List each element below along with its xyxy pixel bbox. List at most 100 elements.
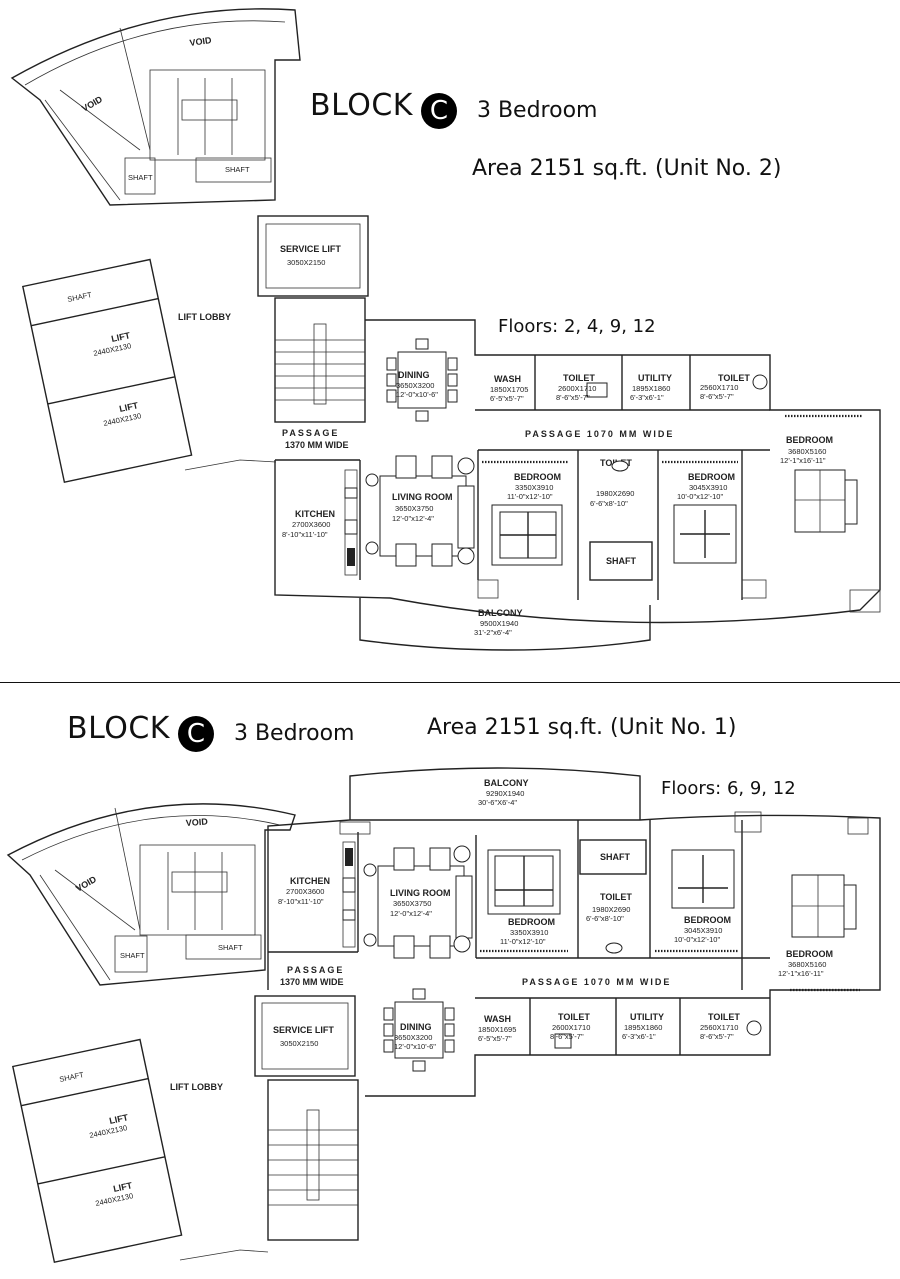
passage-left-label: PASSAGE <box>287 965 344 975</box>
floors-label-unit2: Floors: 2, 4, 9, 12 <box>498 316 656 337</box>
core-structure <box>6 803 296 986</box>
dining-table <box>386 338 458 422</box>
living-dim-1: 3650X3750 <box>393 899 431 908</box>
shaft-label-c: SHAFT <box>59 1070 85 1084</box>
staircase <box>274 297 366 423</box>
floor-plan-unit2: VOID VOID SHAFT SHAFT SHAFT LIFT 2440X21… <box>10 8 881 651</box>
bedroom-2-dim-2: 10'-0"x12'-10" <box>674 935 720 944</box>
lift-lobby-label: LIFT LOBBY <box>170 1082 223 1092</box>
toilet-1-dim-2: 8'-6"x5'-7" <box>556 393 590 402</box>
living-label: LIVING ROOM <box>390 888 451 898</box>
utility-dim-2: 6'-3"x6'-1" <box>622 1032 656 1041</box>
bed-right <box>791 874 857 938</box>
lift-label-2: LIFT <box>112 1180 133 1194</box>
bed-1 <box>491 504 563 566</box>
lobby-edge <box>179 1249 269 1261</box>
balcony-dim-2: 31'-2"x6'-4" <box>474 628 512 637</box>
area-label-unit2: Area 2151 sq.ft. (Unit No. 2) <box>472 156 782 181</box>
shaft-label-a: SHAFT <box>128 173 153 182</box>
kitchen-counter <box>342 841 356 948</box>
bedroom-r-dim-2: 12'-1"x16'-11" <box>778 969 824 978</box>
shaft-label-a: SHAFT <box>120 951 145 960</box>
toilet-2-label: TOILET <box>718 373 750 383</box>
utility-dim-2: 6'-3"x6'-1" <box>630 393 664 402</box>
dining-label: DINING <box>400 1022 432 1032</box>
kitchen-label: KITCHEN <box>290 876 330 886</box>
utility-dim-1: 1895X1860 <box>624 1023 662 1032</box>
section-divider <box>0 682 900 683</box>
bedroom-1-label: BEDROOM <box>508 917 555 927</box>
lift-dim-1: 2440X2130 <box>89 1123 128 1140</box>
void-label-2: VOID <box>80 94 104 114</box>
toilet-1-label: TOILET <box>563 373 595 383</box>
block-word: BLOCK <box>310 88 413 123</box>
living-label: LIVING ROOM <box>392 492 453 502</box>
service-rooms-row <box>475 997 770 1055</box>
toilet-2-dim-2: 8'-6"x5'-7" <box>700 1032 734 1041</box>
toilet-3-dim-2: 6'-6"x8'-10" <box>590 499 628 508</box>
toilet-1-dim-1: 2600X1710 <box>558 384 596 393</box>
ac-ledge-2 <box>741 579 767 599</box>
bedroom-r-dim-1: 3680X5160 <box>788 960 826 969</box>
dining-label: DINING <box>398 370 430 380</box>
stair-treads <box>268 1109 358 1206</box>
bedroom-1-dim-2: 11'-0"x12'-10" <box>500 937 546 946</box>
passage-left-width: 1370 MM WIDE <box>285 440 349 450</box>
bedroom-1-dim-1: 3350X3910 <box>515 483 553 492</box>
lift-label-1: LIFT <box>108 1112 129 1126</box>
core-structure <box>10 8 301 206</box>
passage-left-width: 1370 MM WIDE <box>280 977 344 987</box>
ac-ledge-3 <box>849 589 881 613</box>
bedroom-2-dim-2: 10'-0"x12'-10" <box>677 492 723 501</box>
bedroom-count: 3 Bedroom <box>476 98 598 123</box>
toilet-3-dim-2: 6'-6"x8'-10" <box>586 914 624 923</box>
bedroom-2-dim-1: 3045X3910 <box>684 926 722 935</box>
void-label-2: VOID <box>74 874 98 894</box>
utility-dim-1: 1895X1860 <box>632 384 670 393</box>
balcony-outline <box>359 598 651 651</box>
shaft-label-b: SHAFT <box>218 943 243 952</box>
service-rooms-row <box>475 355 770 411</box>
bed-2 <box>673 504 737 564</box>
living-furniture <box>365 455 475 567</box>
void-label-1: VOID <box>185 816 208 828</box>
wash-dim-1: 1850X1695 <box>478 1025 516 1034</box>
lift-lobby-label: LIFT LOBBY <box>178 312 231 322</box>
balcony-outline <box>349 767 641 820</box>
wash-label: WASH <box>494 374 521 384</box>
wash-dim-2: 6'-5"x5'-7" <box>490 394 524 403</box>
shaft-mid-label: SHAFT <box>606 556 636 566</box>
bed-1 <box>487 849 561 915</box>
lift-label-1: LIFT <box>110 330 131 344</box>
ac-ledge-1 <box>734 811 762 833</box>
block-word: BLOCK <box>67 711 170 746</box>
unit-outline <box>274 319 881 624</box>
service-lift-dim: 3050X2150 <box>287 258 325 267</box>
shaft-mid-label: SHAFT <box>600 852 630 862</box>
kitchen-dim-2: 8'-10"x11'-10" <box>278 897 324 906</box>
toilet-2-dim-2: 8'-6"x5'-7" <box>700 392 734 401</box>
living-dim-1: 3650X3750 <box>395 504 433 513</box>
inner-walls <box>275 449 770 600</box>
toilet-3-sink <box>611 460 629 472</box>
toilet-1-label: TOILET <box>558 1012 590 1022</box>
kitchen-dim-2: 8'-10"x11'-10" <box>282 530 328 539</box>
dining-dim-1: 3650X3200 <box>396 381 434 390</box>
service-lift-box <box>254 995 356 1077</box>
toilet-3-sink <box>605 942 623 954</box>
floors-label-unit1: Floors: 6, 9, 12 <box>661 778 796 799</box>
balcony-dim-1: 9290X1940 <box>486 789 524 798</box>
service-lift-box <box>257 215 369 297</box>
dining-dim-2: 12'-0"x10'-6" <box>394 1042 436 1051</box>
living-furniture <box>363 845 473 959</box>
dining-dim-2: 12'-0"x10'-6" <box>396 390 438 399</box>
ac-ledge-3 <box>339 821 371 835</box>
dining-table <box>383 988 455 1072</box>
kitchen-counter <box>344 469 358 576</box>
living-dim-2: 12'-0"x12'-4" <box>390 909 432 918</box>
bedroom-1-dim-1: 3350X3910 <box>510 928 548 937</box>
toilet-3-dim-1: 1980X2690 <box>592 905 630 914</box>
living-dim-2: 12'-0"x12'-4" <box>392 514 434 523</box>
